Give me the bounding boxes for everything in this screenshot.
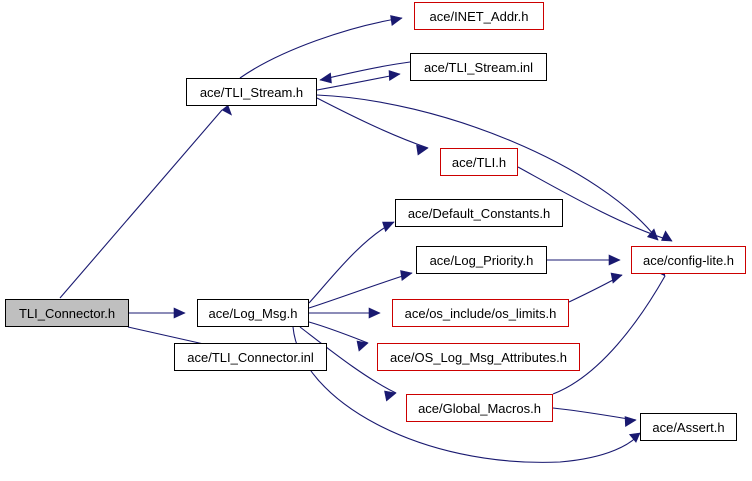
edge-tli_connector-to-log_msg (129, 307, 186, 319)
edge-log_msg-to-os_log_msg_attrs (308, 321, 369, 352)
node-label: ace/Log_Priority.h (429, 252, 534, 268)
node-label: ace/config-lite.h (642, 252, 735, 268)
node-tli_connector[interactable]: TLI_Connector.h (5, 299, 129, 327)
arrow-head-icon (624, 416, 637, 428)
arrow-head-icon (384, 390, 397, 402)
edge-tli_stream_inl-to-tli_stream (319, 61, 411, 84)
node-label: ace/INET_Addr.h (429, 8, 529, 24)
edge-log_msg-to-default_constants (308, 221, 395, 304)
edge-log_msg-to-global_macros (299, 326, 397, 402)
arrow-head-icon (382, 221, 395, 233)
node-label: TLI_Connector.h (18, 305, 116, 321)
node-label: ace/Log_Msg.h (208, 305, 298, 321)
arrow-head-icon (390, 15, 403, 27)
edge-tli_connector-to-tli_stream (59, 104, 233, 299)
node-label: ace/Default_Constants.h (407, 205, 551, 221)
edge-os_limits-to-config_lite (568, 272, 623, 303)
edge-log_priority-to-config_lite (547, 254, 621, 266)
arrow-head-icon (388, 70, 401, 82)
node-label: ace/os_include/os_limits.h (404, 305, 557, 321)
arrow-head-icon (416, 144, 429, 156)
arrow-head-icon (628, 432, 641, 443)
node-label: ace/OS_Log_Msg_Attributes.h (389, 349, 568, 365)
node-tli_stream[interactable]: ace/TLI_Stream.h (186, 78, 317, 106)
arrow-head-icon (319, 72, 332, 84)
node-os_limits[interactable]: ace/os_include/os_limits.h (392, 299, 569, 327)
node-tli_stream_inl[interactable]: ace/TLI_Stream.inl (410, 53, 547, 81)
edge-tli_stream-to-tli (316, 97, 429, 156)
edge-tli_stream-to-inet_addr (239, 15, 403, 79)
node-tli_connector_inl[interactable]: ace/TLI_Connector.inl (174, 343, 327, 371)
node-tli[interactable]: ace/TLI.h (440, 148, 518, 176)
edge-log_msg-to-os_limits (309, 307, 381, 319)
node-label: ace/TLI_Stream.inl (423, 59, 534, 75)
node-log_priority[interactable]: ace/Log_Priority.h (416, 246, 547, 274)
node-label: ace/Assert.h (652, 419, 725, 435)
node-assert[interactable]: ace/Assert.h (640, 413, 737, 441)
arrow-head-icon (356, 340, 369, 352)
edge-log_msg-to-assert (292, 326, 641, 463)
node-config_lite[interactable]: ace/config-lite.h (631, 246, 746, 274)
node-os_log_msg_attrs[interactable]: ace/OS_Log_Msg_Attributes.h (377, 343, 580, 371)
arrow-head-icon (661, 230, 673, 242)
node-global_macros[interactable]: ace/Global_Macros.h (406, 394, 553, 422)
arrow-head-icon (610, 272, 623, 284)
node-label: ace/TLI_Stream.h (199, 84, 304, 100)
node-label: ace/TLI_Connector.inl (187, 349, 314, 365)
arrow-head-icon (221, 104, 233, 116)
edge-tli_stream-to-tli_stream_inl (316, 70, 401, 91)
arrow-head-icon (608, 254, 621, 266)
edge-global_macros-to-assert (552, 407, 637, 428)
edge-tli-to-config_lite (517, 166, 673, 242)
node-label: ace/Global_Macros.h (418, 400, 541, 416)
node-log_msg[interactable]: ace/Log_Msg.h (197, 299, 309, 327)
node-label: ace/TLI.h (451, 154, 507, 170)
node-inet_addr[interactable]: ace/INET_Addr.h (414, 2, 544, 30)
arrow-head-icon (368, 307, 381, 319)
node-default_constants[interactable]: ace/Default_Constants.h (395, 199, 563, 227)
edge-log_msg-to-log_priority (308, 270, 413, 309)
arrow-head-icon (173, 307, 186, 319)
edge-global_macros-to-config_lite (552, 264, 666, 395)
arrow-head-icon (400, 270, 413, 282)
